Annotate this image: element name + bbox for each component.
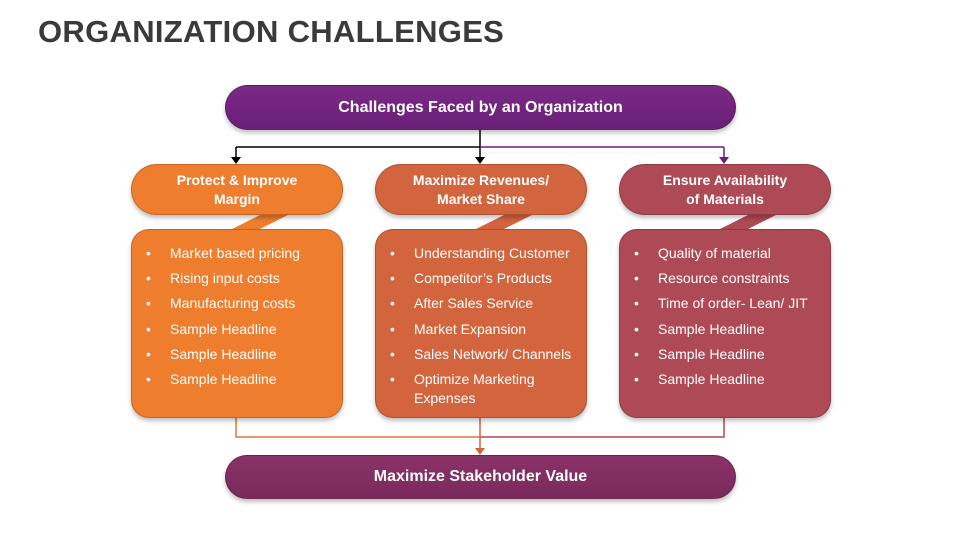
list-item: Quality of material [634, 244, 820, 263]
header-line: Ensure Availability [662, 171, 788, 188]
list-item: Manufacturing costs [146, 294, 332, 313]
header-line: of Materials [686, 190, 764, 207]
page-title: ORGANIZATION CHALLENGES [38, 14, 505, 49]
list-box-protect-margin: Market based pricing Rising input costs … [131, 229, 343, 418]
list-item: Rising input costs [146, 269, 332, 288]
list-box-maximize-revenues: Understanding Customer Competitor’s Prod… [375, 229, 587, 418]
bottom-box: Maximize Stakeholder Value [225, 455, 736, 499]
list-item: Competitor’s Products [390, 269, 576, 288]
header-protect-margin: Protect & Improve Margin [131, 164, 343, 215]
list-item: Understanding Customer [390, 244, 576, 263]
list-item: Market Expansion [390, 320, 576, 339]
list-item: Sample Headline [146, 370, 332, 389]
bottom-box-label: Maximize Stakeholder Value [373, 468, 588, 485]
list-item: Market based pricing [146, 244, 332, 263]
list-item: Sample Headline [146, 345, 332, 364]
list-item: Sample Headline [634, 370, 820, 389]
header-line: Protect & Improve [176, 171, 298, 188]
header-line: Maximize Revenues/ [412, 171, 550, 188]
list-item: Time of order- Lean/ JIT [634, 294, 820, 313]
header-maximize-revenues: Maximize Revenues/ Market Share [375, 164, 587, 215]
list-item: Sample Headline [634, 320, 820, 339]
header-ensure-availability: Ensure Availability of Materials [619, 164, 831, 215]
top-box-label: Challenges Faced by an Organization [338, 98, 623, 116]
header-line: Market Share [437, 190, 525, 207]
list-item: Sample Headline [146, 320, 332, 339]
list-item: After Sales Service [390, 294, 576, 313]
top-box: Challenges Faced by an Organization [225, 85, 736, 130]
list-box-ensure-availability: Quality of material Resource constraints… [619, 229, 831, 418]
list-item: Sales Network/ Channels [390, 345, 576, 364]
list-item: Sample Headline [634, 345, 820, 364]
list-item: Optimize Marketing Expenses [390, 370, 576, 408]
header-line: Margin [214, 190, 260, 207]
list-item: Resource constraints [634, 269, 820, 288]
